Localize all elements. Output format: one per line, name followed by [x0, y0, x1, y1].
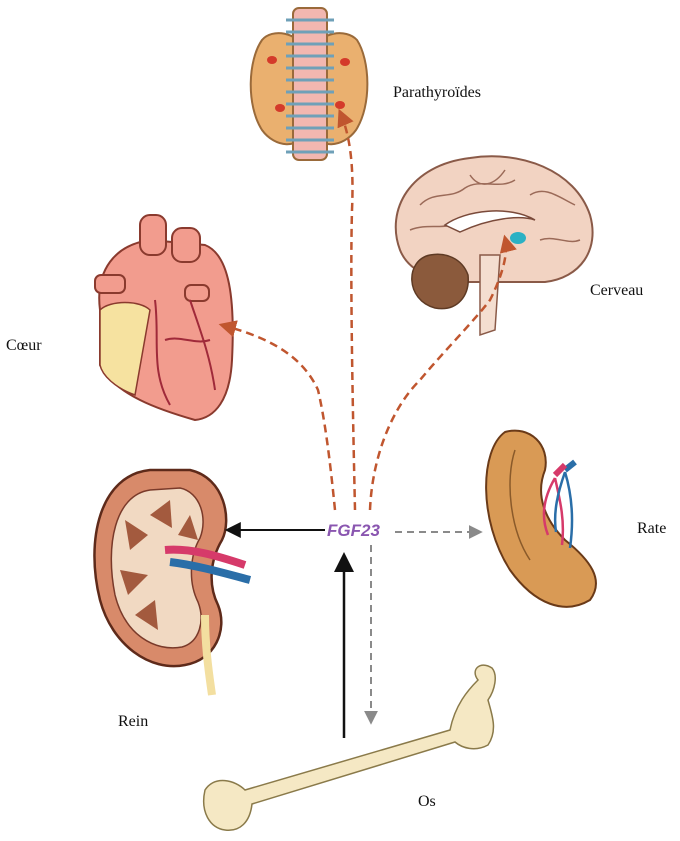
spleen-label: Rate — [637, 520, 666, 538]
parathyroid-label: Parathyroïdes — [393, 84, 481, 102]
fgf23-center-label: FGF23 — [327, 521, 380, 541]
brain-label: Cerveau — [590, 282, 643, 300]
bone-label: Os — [418, 793, 436, 811]
arrow-to-parathyroid — [340, 112, 355, 510]
spleen-illustration — [486, 431, 596, 607]
heart-illustration — [95, 215, 233, 420]
arrow-to-heart — [222, 325, 335, 510]
heart-label: Cœur — [6, 337, 42, 355]
bone-illustration — [204, 665, 496, 830]
parathyroid-illustration — [251, 8, 368, 160]
kidney-illustration — [94, 470, 250, 695]
kidney-label: Rein — [118, 713, 148, 731]
brain-illustration — [396, 156, 593, 335]
